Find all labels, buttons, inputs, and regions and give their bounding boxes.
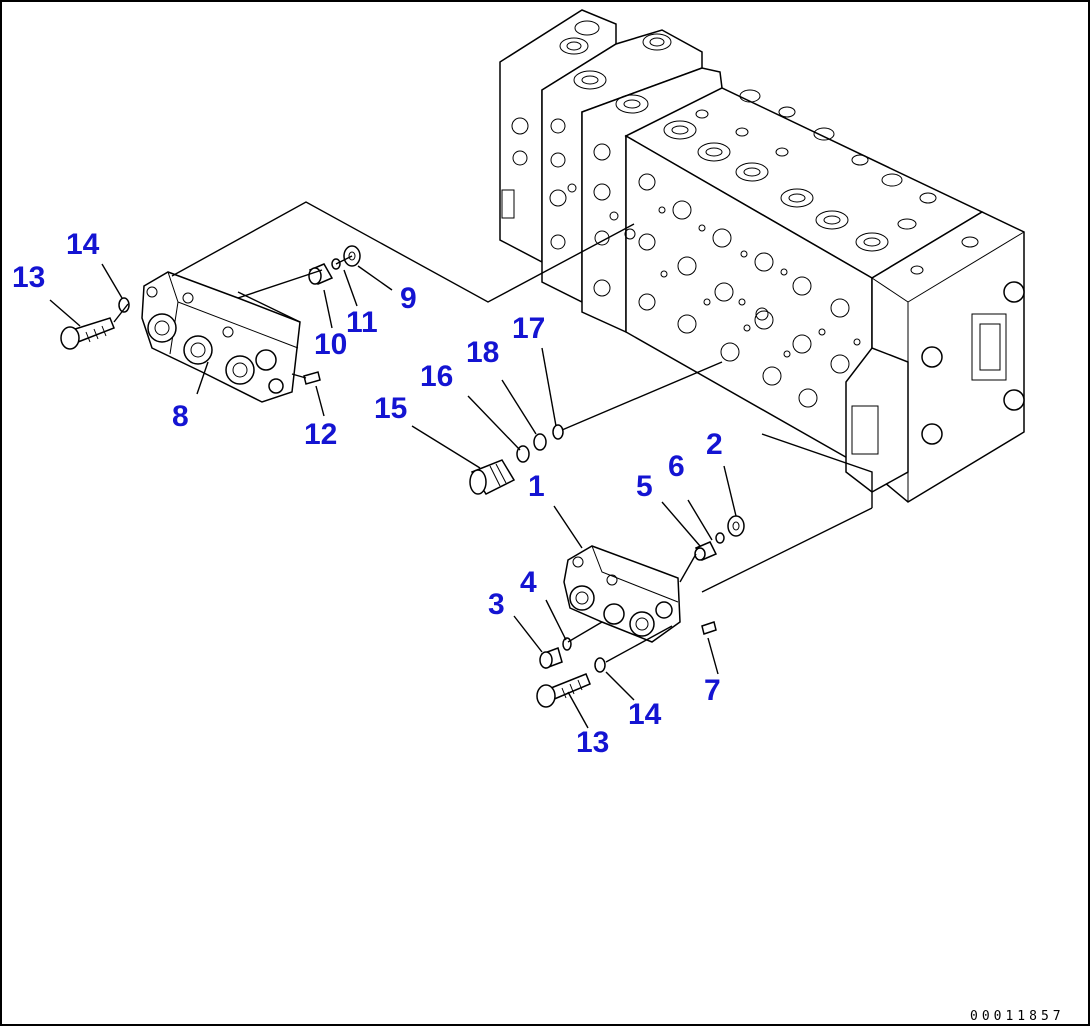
callout-6: 6	[668, 450, 685, 483]
leader-lines	[49, 263, 737, 729]
callout-5: 5	[636, 470, 653, 503]
callout-14-b: 14	[628, 698, 662, 731]
assembly-lines	[113, 201, 873, 663]
callout-8: 8	[172, 400, 189, 433]
callout-12: 12	[304, 418, 337, 451]
parts-2-5-6	[694, 515, 745, 561]
callout-13-b: 13	[576, 726, 609, 759]
callout-7: 7	[704, 674, 721, 707]
callout-2: 2	[706, 428, 723, 461]
callout-3: 3	[488, 588, 505, 621]
ring-4	[562, 637, 572, 651]
callout-1: 1	[528, 470, 545, 503]
callout-14: 14	[66, 228, 100, 261]
drawing-code: 00011857	[970, 1009, 1065, 1024]
ring-17	[552, 424, 564, 440]
washer-14-right	[594, 657, 606, 673]
callout-17: 17	[512, 312, 545, 345]
callout-9: 9	[400, 282, 417, 315]
callout-labels: 13 14 8 9 11 10 12 15 16 18 17 1 5 6 2 3…	[12, 228, 723, 759]
screw-7	[701, 621, 717, 635]
plug-15	[469, 459, 516, 495]
ring-18	[533, 433, 547, 451]
screw-12	[303, 371, 321, 385]
callout-16: 16	[420, 360, 453, 393]
callout-11: 11	[346, 306, 378, 339]
callout-15: 15	[374, 392, 407, 425]
washer-14-left	[118, 297, 130, 313]
callout-13: 13	[12, 261, 45, 294]
bolt-13-left	[60, 317, 115, 350]
callout-4: 4	[520, 566, 537, 599]
callout-10: 10	[314, 328, 347, 361]
plug-3	[539, 647, 563, 669]
valve-assembly-8	[141, 271, 301, 403]
callout-18: 18	[466, 336, 499, 369]
parts-9-10-11	[308, 245, 361, 285]
valve-assembly-1	[563, 545, 681, 643]
bolt-13-right	[536, 673, 591, 708]
main-valve-block	[499, 9, 1025, 503]
